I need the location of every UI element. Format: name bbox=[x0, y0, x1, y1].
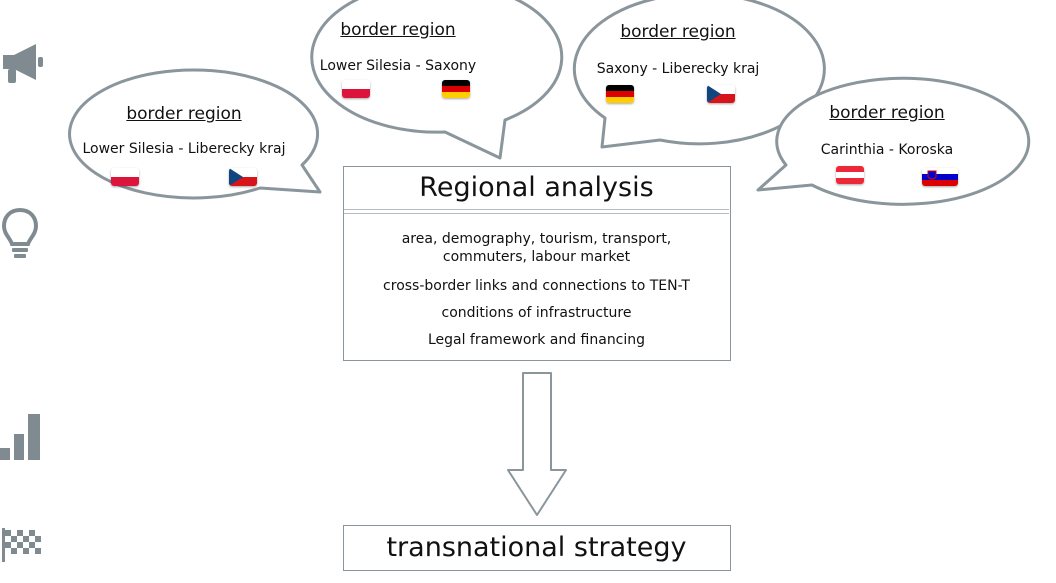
bubble-shape-lower-silesia-saxony bbox=[310, 0, 564, 160]
germany-flag-icon bbox=[606, 85, 634, 103]
transnational-strategy-box: transnational strategy bbox=[343, 525, 731, 571]
bubble-region-label: Saxony - Liberecky kraj bbox=[596, 61, 760, 77]
bubble-title: border region bbox=[340, 20, 456, 40]
austria-flag-icon bbox=[836, 166, 864, 184]
bubble-shape-lower-silesia-liberecky bbox=[68, 68, 322, 200]
transnational-strategy-label: transnational strategy bbox=[386, 532, 687, 563]
poland-flag-icon bbox=[111, 168, 139, 186]
czech-flag-icon bbox=[707, 85, 735, 103]
bubble-title: border region bbox=[126, 104, 242, 124]
bubble-shape-carinthia-koroska bbox=[756, 76, 1031, 206]
regional-analysis-title: Regional analysis bbox=[419, 172, 654, 203]
bubble-region-label: Lower Silesia - Liberecky kraj bbox=[82, 141, 286, 157]
regional-analysis-box: Regional analysis area, demography, tour… bbox=[343, 166, 731, 361]
bar-chart-icon bbox=[0, 414, 40, 460]
title-divider bbox=[344, 213, 729, 214]
down-arrow bbox=[507, 372, 567, 516]
slovenia-flag-icon bbox=[922, 168, 958, 186]
analysis-item: area, demography, tourism, transport, co… bbox=[401, 231, 672, 265]
lightbulb-icon bbox=[1, 207, 39, 258]
bubble-title: border region bbox=[620, 22, 736, 42]
bubble-region-label: Lower Silesia - Saxony bbox=[319, 58, 477, 74]
analysis-item: cross-border links and connections to TE… bbox=[383, 278, 690, 294]
czech-flag-icon bbox=[229, 168, 257, 186]
megaphone-icon bbox=[3, 44, 43, 83]
analysis-item: Legal framework and financing bbox=[427, 332, 646, 348]
germany-flag-icon bbox=[442, 80, 470, 98]
title-divider bbox=[344, 209, 729, 210]
analysis-item: conditions of infrastructure bbox=[441, 305, 632, 321]
poland-flag-icon bbox=[342, 80, 370, 98]
bubble-title: border region bbox=[829, 103, 945, 123]
checkered-flag-icon bbox=[2, 528, 41, 562]
bubble-region-label: Carinthia - Koroska bbox=[820, 142, 954, 158]
bubble-shape-saxony-liberecky bbox=[572, 0, 826, 149]
